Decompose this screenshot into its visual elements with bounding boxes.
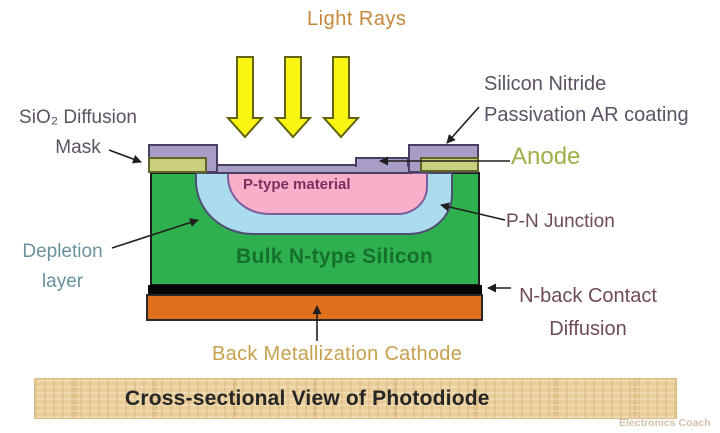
light-ray-arrow-icon <box>225 56 265 139</box>
sio2-mask-left <box>148 157 207 173</box>
n-back-contact-label: N-back Contact Diffusion <box>504 280 672 346</box>
caption-bar: Cross-sectional View of Photodiode <box>34 378 677 419</box>
depletion-label-line1: Depletion <box>22 241 103 262</box>
anode-contact <box>355 157 409 167</box>
depletion-layer-label: Depletion layer <box>10 237 115 297</box>
sio2-diffusion-mask-label: SiO₂ Diffusion Mask <box>8 103 148 163</box>
n-back-label-line1: N-back Contact <box>519 285 657 307</box>
silicon-nitride-label-line1: Silicon Nitride <box>484 73 607 95</box>
p-type-material-label: P-type material <box>243 176 351 193</box>
sio2-label-line1: SiO₂ Diffusion <box>19 107 137 128</box>
light-ray-arrow-icon <box>321 56 361 139</box>
depletion-label-line2: layer <box>41 271 84 292</box>
watermark-text: Electronics Coach <box>619 417 711 429</box>
sio2-mask-right <box>420 157 479 172</box>
p-type-material-region <box>227 172 428 215</box>
pn-junction-label: P-N Junction <box>506 211 615 232</box>
back-metallization-label: Back Metallization Cathode <box>212 343 463 365</box>
silicon-nitride-label-line2: Passivation AR coating <box>484 104 689 126</box>
anode-label: Anode <box>511 143 581 170</box>
n-back-contact-layer <box>148 285 482 294</box>
diagram-title: Cross-sectional View of Photodiode <box>125 386 490 410</box>
sio2-label-line2: Mask <box>55 137 101 158</box>
bulk-n-type-silicon-label: Bulk N-type Silicon <box>236 245 434 268</box>
back-metallization-layer <box>146 294 483 321</box>
silicon-nitride-leader-arrow-icon <box>446 106 480 144</box>
light-ray-arrow-icon <box>273 56 313 139</box>
silicon-nitride-label: Silicon Nitride Passivation AR coating <box>484 69 689 131</box>
light-rays-label: Light Rays <box>307 8 407 30</box>
n-back-label-line2: Diffusion <box>549 318 627 340</box>
